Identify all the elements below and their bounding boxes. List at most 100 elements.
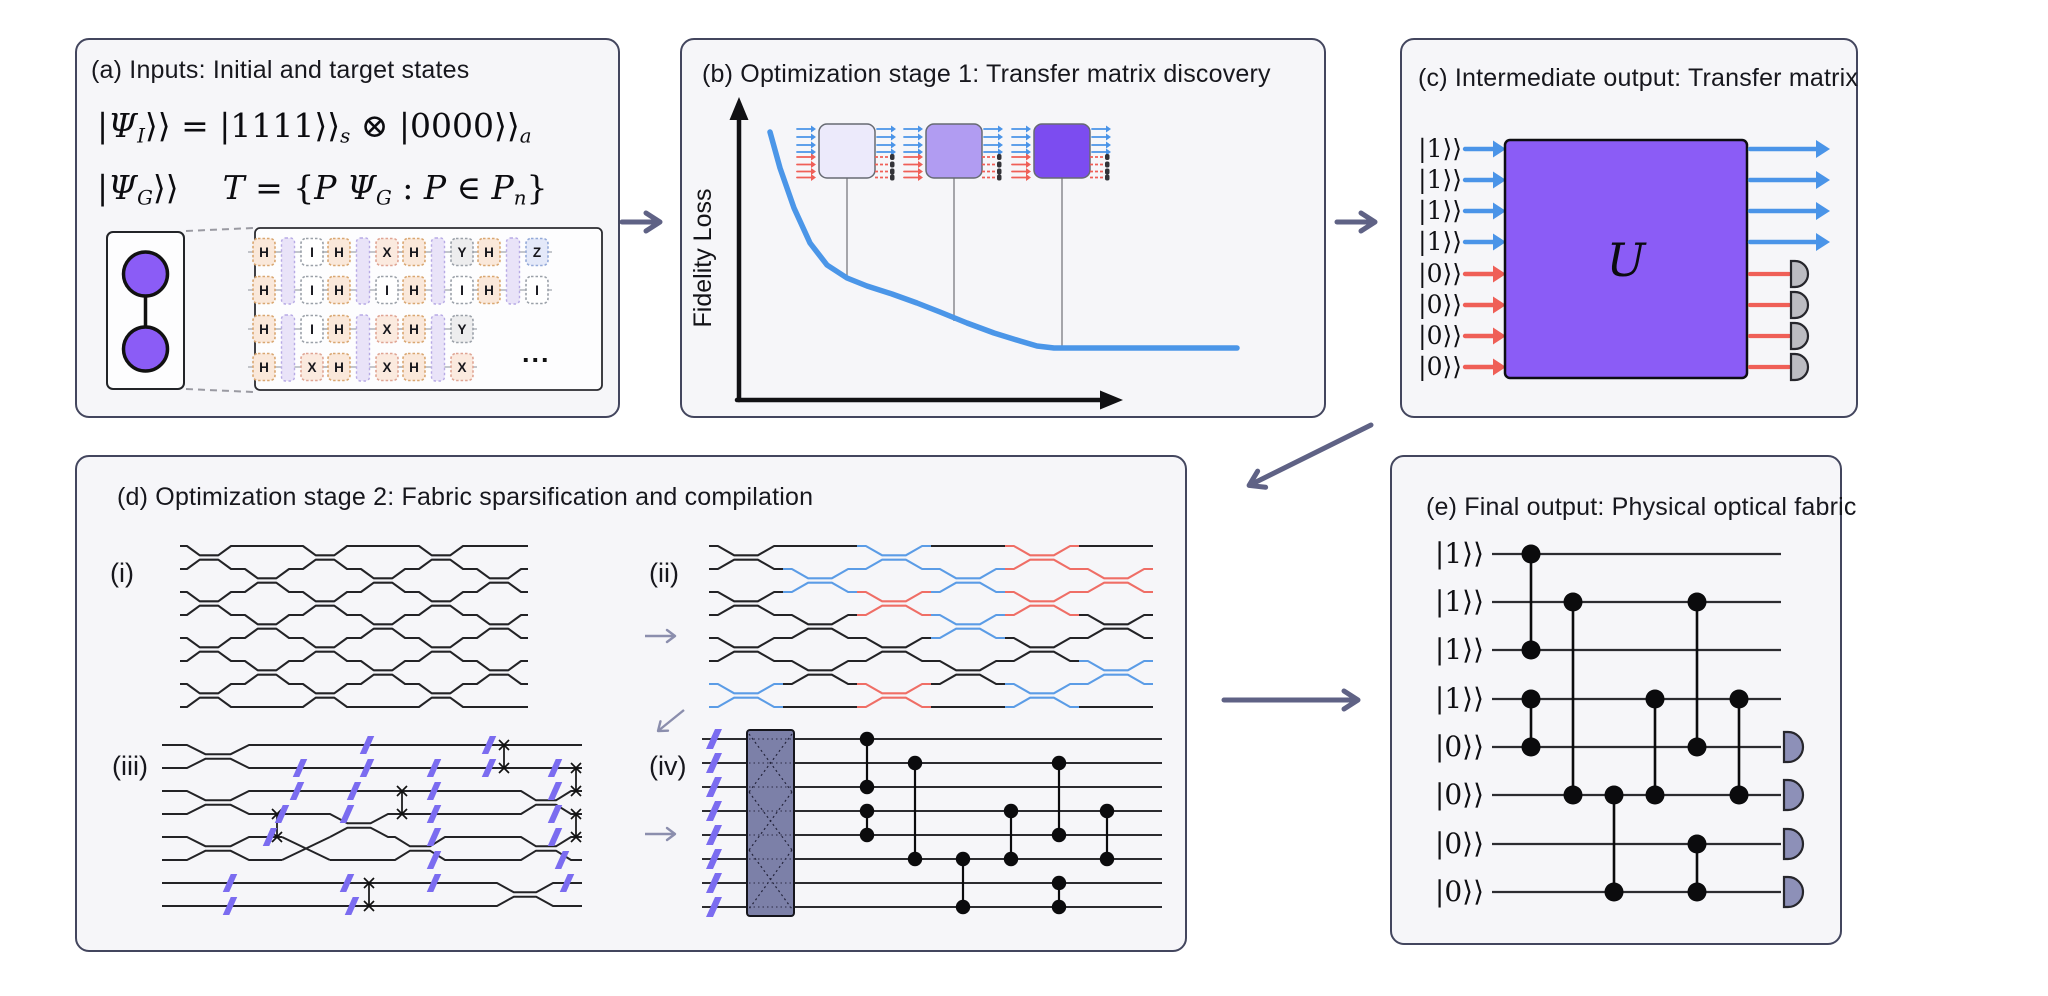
gate-box-H xyxy=(252,275,276,305)
sparse-mesh xyxy=(162,736,582,915)
wire-state-label: |0⟩⟩ xyxy=(1435,875,1484,908)
arrow-head-icon xyxy=(1816,202,1830,220)
phase-shifter-icon xyxy=(554,851,570,869)
mini-detector-icon xyxy=(1105,168,1110,175)
cz-dot xyxy=(1521,640,1541,660)
sparse-waveguide xyxy=(162,882,582,894)
gate-box-H xyxy=(252,237,276,267)
phase-shifter-icon xyxy=(706,777,722,797)
mesh-coupler-top xyxy=(180,636,238,649)
mesh-coupler-top xyxy=(354,659,412,672)
arrow-ii-to-iii xyxy=(656,709,685,733)
x-mark-icon xyxy=(363,900,375,912)
arrow-head-icon xyxy=(918,168,923,175)
gate-letter: X xyxy=(307,360,316,375)
math-segment: G xyxy=(375,186,392,210)
mesh-ii xyxy=(709,544,1153,709)
x-mark-icon xyxy=(570,785,582,797)
math-segment: ⊗ | xyxy=(350,106,411,145)
mini-detector-icon xyxy=(997,154,1002,160)
gate-box-H xyxy=(327,275,351,305)
mesh-coupler-top xyxy=(931,659,1005,672)
input-state-label: |0⟩⟩ xyxy=(1418,321,1462,351)
mesh-coupler-bottom xyxy=(296,558,354,571)
arrow-head-icon xyxy=(811,133,816,141)
mesh-coupler-bottom xyxy=(296,650,354,663)
mesh-coupler-top xyxy=(931,567,1005,580)
mesh-coupler-bottom xyxy=(412,650,470,663)
cz-dot xyxy=(859,731,875,747)
cz-dot xyxy=(859,827,875,843)
math-segment: } xyxy=(526,168,548,207)
phase-shifter-icon xyxy=(547,759,563,777)
y-axis-arrowhead-icon xyxy=(729,97,749,120)
arrow-head-icon xyxy=(1493,327,1506,345)
cz-gate xyxy=(1051,875,1067,915)
gate-box-H xyxy=(477,237,501,267)
phase-shifter-icon xyxy=(426,828,442,846)
gate-box-I xyxy=(450,275,474,305)
mesh-coupler-bottom xyxy=(470,581,528,594)
arrow-head-icon xyxy=(1493,140,1506,158)
cz-dot xyxy=(1687,834,1707,854)
mini-detector-icon xyxy=(997,168,1002,175)
gate-letter: H xyxy=(259,245,269,260)
panel-e-title: (e) Final output: Physical optical fabri… xyxy=(1426,493,1857,521)
step-label-ii: (ii) xyxy=(649,558,679,588)
sparse-waveguide xyxy=(162,790,582,802)
waveguide-crossing xyxy=(281,836,331,861)
gate-letter: X xyxy=(457,360,466,375)
mesh-coupler-bottom xyxy=(1005,604,1079,617)
math-segment: ∈ xyxy=(446,168,492,207)
mesh-coupler-top xyxy=(470,659,528,672)
mini-detector-icon xyxy=(890,168,895,175)
arrow-head-icon xyxy=(918,153,923,161)
x-mark-icon xyxy=(570,808,582,820)
gate-letter: Z xyxy=(533,245,541,260)
mesh-coupler-top xyxy=(709,636,783,649)
math-segment: P xyxy=(491,168,514,207)
physical-fabric-circuit: |1⟩⟩|1⟩⟩|1⟩⟩|1⟩⟩|0⟩⟩|0⟩⟩|0⟩⟩|0⟩⟩ xyxy=(1435,537,1805,909)
arrow-head-icon xyxy=(811,141,816,149)
gate-box-H xyxy=(477,275,501,305)
input-state-label: |1⟩⟩ xyxy=(1418,165,1462,195)
mini-detector-icon xyxy=(997,161,1002,168)
cz-gate xyxy=(907,755,923,867)
math-segment: ⟩⟩ xyxy=(314,106,341,145)
mini-detector-icon xyxy=(1105,161,1110,168)
gate-box-I xyxy=(300,314,324,344)
phase-shifter-icon xyxy=(292,759,308,777)
fidelity-loss-chart: Fidelity Loss Iterations xyxy=(689,97,1240,415)
two-qubit-gate-bar xyxy=(280,314,296,382)
unitary-label: U xyxy=(1607,233,1648,287)
math-segment: ⟩⟩ xyxy=(144,106,171,145)
mesh-coupler-bottom xyxy=(354,673,412,686)
x-mark-icon xyxy=(570,762,582,774)
detector-icon xyxy=(1789,259,1810,289)
mesh-coupler-bottom xyxy=(1079,581,1153,594)
dashed-link-top xyxy=(185,227,254,232)
sparse-waveguide xyxy=(162,849,582,861)
two-qubit-gate-bar xyxy=(505,237,521,305)
mesh-coupler-bottom xyxy=(931,673,1005,686)
gate-letter: H xyxy=(334,283,344,298)
gate-letter: X xyxy=(382,360,391,375)
mesh-coupler-top xyxy=(931,613,1005,626)
x-axis-label: Iterations xyxy=(1006,414,1109,415)
mesh-i xyxy=(180,544,528,709)
mesh-coupler-bottom xyxy=(238,581,296,594)
phase-shifter-icon xyxy=(274,805,290,823)
sparse-waveguide xyxy=(162,803,582,825)
cz-dot xyxy=(1521,689,1541,709)
mesh-coupler-top xyxy=(470,567,528,580)
interferometer-inner-line xyxy=(748,733,793,793)
math-segment: P xyxy=(423,168,447,207)
arrow-head-icon xyxy=(918,161,923,168)
arrow-head-icon xyxy=(1026,161,1031,168)
gate-box-I xyxy=(525,275,549,305)
mesh-coupler-bottom xyxy=(1005,558,1079,571)
wire-state-label: |0⟩⟩ xyxy=(1435,778,1484,811)
arrow-head-icon xyxy=(811,174,816,181)
phase-shifter-icon xyxy=(426,782,442,800)
